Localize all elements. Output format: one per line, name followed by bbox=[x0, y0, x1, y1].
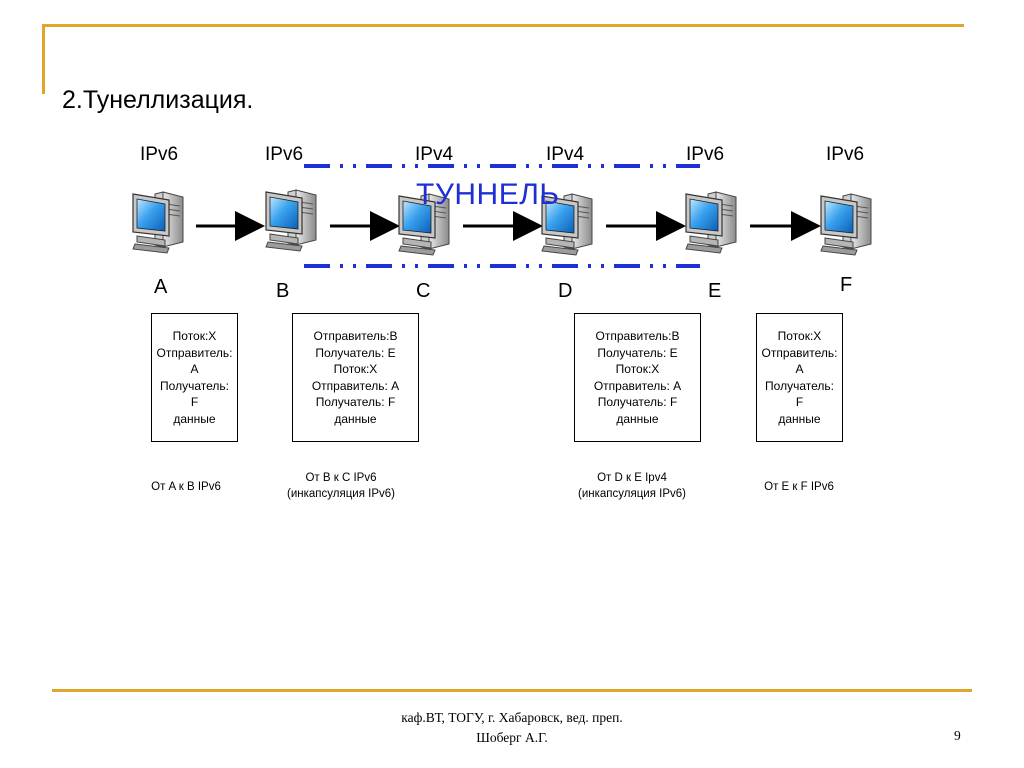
packet-line: Получатель: E bbox=[597, 345, 678, 360]
packet-line: данные bbox=[173, 411, 216, 426]
node-letter-c: C bbox=[416, 280, 431, 302]
page-number: 9 bbox=[954, 728, 961, 743]
packet-caption-d-e: От D к E Ipv4 (инкапсуляция IPv6) bbox=[578, 470, 686, 502]
computer-icon-b bbox=[265, 189, 317, 252]
packet-line: Поток:X bbox=[615, 362, 660, 376]
packet-line: A bbox=[795, 362, 804, 376]
packet-line: Поток:X bbox=[777, 329, 822, 343]
packet-line: Отправитель: bbox=[761, 345, 838, 360]
packet-caption-b-c: От B к C IPv6 (инкапсуляция IPv6) bbox=[287, 470, 395, 502]
packet-box-b-c: Отправитель:B Получатель: E Поток:X Отпр… bbox=[292, 313, 419, 442]
protocol-label-e: IPv6 bbox=[686, 144, 725, 165]
slide-title: 2.Тунеллизация. bbox=[62, 86, 254, 114]
packet-line: Отправитель:B bbox=[595, 329, 680, 343]
node-letter-f: F bbox=[840, 274, 853, 296]
packet-line: Получатель: bbox=[765, 378, 834, 393]
packet-line: F bbox=[795, 395, 804, 409]
caption-line: От A к B IPv6 bbox=[151, 481, 221, 493]
protocol-label-a: IPv6 bbox=[140, 144, 179, 165]
tunnel-label: ТУННЕЛЬ bbox=[416, 178, 560, 211]
node-letter-d: D bbox=[558, 280, 573, 302]
protocol-label-b: IPv6 bbox=[265, 144, 304, 165]
caption-line: От D к E Ipv4 bbox=[597, 472, 667, 484]
packet-line: Получатель: E bbox=[315, 345, 396, 360]
top-accent-rule bbox=[42, 24, 964, 27]
protocol-label-d: IPv4 bbox=[546, 144, 585, 165]
packet-box-a-b: Поток:X Отправитель: A Получатель: F дан… bbox=[151, 313, 238, 442]
packet-line: данные bbox=[334, 411, 377, 426]
caption-line: (инкапсуляция IPv6) bbox=[578, 488, 686, 500]
packet-line: данные bbox=[616, 411, 659, 426]
packet-line: Получатель: bbox=[160, 378, 229, 393]
packet-line: Отправитель: A bbox=[311, 378, 400, 393]
caption-line: (инкапсуляция IPv6) bbox=[287, 488, 395, 500]
node-letter-b: B bbox=[276, 280, 290, 302]
packet-line: Отправитель:B bbox=[313, 329, 398, 343]
packet-line: Поток:X bbox=[333, 362, 378, 376]
left-accent-rule bbox=[42, 24, 45, 94]
packet-line: Получатель: F bbox=[315, 395, 396, 409]
footer-line: Шоберг А.Г. bbox=[476, 730, 548, 745]
packet-caption-e-f: От E к F IPv6 bbox=[764, 479, 834, 495]
packet-line: Получатель: F bbox=[597, 395, 678, 409]
packet-box-e-f: Поток:X Отправитель: A Получатель: F дан… bbox=[756, 313, 843, 442]
footer-text: каф.ВТ, ТОГУ, г. Хабаровск, вед. преп. Ш… bbox=[401, 708, 622, 748]
packet-line: Отправитель: bbox=[156, 345, 233, 360]
protocol-label-f: IPv6 bbox=[826, 144, 865, 165]
bottom-accent-rule bbox=[52, 689, 972, 692]
packet-line: F bbox=[190, 395, 199, 409]
packet-box-d-e: Отправитель:B Получатель: E Поток:X Отпр… bbox=[574, 313, 701, 442]
packet-line: A bbox=[190, 362, 199, 376]
packet-line: данные bbox=[778, 411, 821, 426]
packet-line: Поток:X bbox=[172, 329, 217, 343]
computer-icon-a bbox=[132, 191, 184, 254]
computer-icon-f bbox=[820, 193, 872, 256]
packet-line: Отправитель: A bbox=[593, 378, 682, 393]
protocol-label-c: IPv4 bbox=[415, 144, 454, 165]
packet-caption-a-b: От A к B IPv6 bbox=[151, 479, 221, 495]
computer-icon-e bbox=[685, 191, 737, 254]
node-letter-e: E bbox=[708, 280, 722, 302]
caption-line: От E к F IPv6 bbox=[764, 481, 834, 493]
footer-line: каф.ВТ, ТОГУ, г. Хабаровск, вед. преп. bbox=[401, 710, 623, 725]
node-letter-a: A bbox=[154, 276, 168, 298]
caption-line: От B к C IPv6 bbox=[305, 472, 377, 484]
